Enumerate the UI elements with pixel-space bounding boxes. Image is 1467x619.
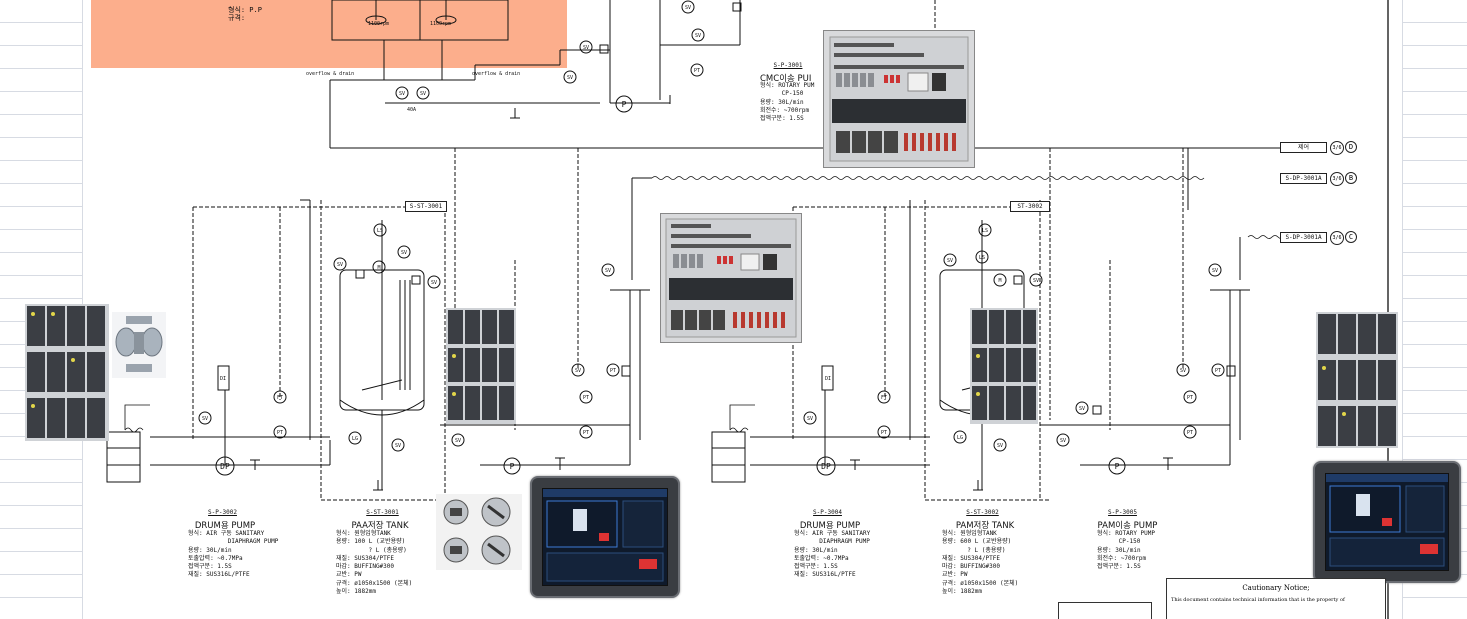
svg-text:LS: LS	[979, 255, 985, 261]
tank-tag-pam: ST-3002	[1010, 201, 1050, 212]
agitator-speed-label: 1100rpm	[430, 21, 452, 27]
hmi-touch-panel	[530, 476, 680, 598]
equipment-title: DRUM용 PUMP	[799, 521, 861, 531]
svg-text:DP: DP	[821, 462, 831, 471]
svg-text:PT: PT	[1187, 430, 1193, 436]
svg-text:SV: SV	[695, 33, 701, 39]
svg-text:DP: DP	[220, 462, 230, 471]
inverter-drive-photo	[970, 308, 1038, 424]
equipment-ref: S-P-3004	[813, 509, 842, 516]
svg-text:DI: DI	[220, 376, 226, 382]
svg-text:SV: SV	[399, 91, 405, 97]
equipment-spec-cmc: 형식: ROTARY PUM CP-150 용량: 30L/min 회전수: ~…	[760, 82, 815, 123]
overflow-drain-label: overflow & drain	[306, 71, 355, 77]
equipment-ref: S-P-3001	[773, 62, 803, 69]
inverter-drive-photo	[25, 304, 109, 441]
svg-text:LS: LS	[982, 228, 988, 234]
rotary-pump-diagram	[436, 494, 522, 570]
svg-text:PT: PT	[583, 395, 589, 401]
inverter-drive-photo	[1316, 312, 1398, 448]
title-block-box	[1058, 602, 1152, 619]
equipment-title: PAM저장 TANK	[955, 521, 1015, 531]
svg-text:LG: LG	[957, 435, 963, 441]
off-page-tag: 제어	[1280, 142, 1327, 153]
equipment-spec-pam-pump: 형식: ROTARY PUMP CP-150 용량: 30L/min 회전수: …	[1097, 530, 1156, 571]
off-page-letter: D	[1345, 141, 1357, 153]
svg-text:SV: SV	[337, 262, 343, 268]
svg-text:FT: FT	[277, 395, 283, 401]
equipment-ref: S-P-3002	[208, 509, 237, 516]
equipment-title: DRUM용 PUMP	[194, 521, 256, 531]
top-spec-line: 형식: P.P	[228, 6, 262, 14]
svg-text:PT: PT	[1187, 395, 1193, 401]
svg-text:P: P	[1115, 462, 1120, 471]
svg-text:LG: LG	[352, 436, 358, 442]
notice-body: This document contains technical informa…	[1171, 597, 1345, 603]
svg-text:SV: SV	[1079, 406, 1085, 412]
equipment-spec-pam-tank: 형식: 원형입형TANK 용량: 600 L (교반용량) ? L (총용량) …	[942, 530, 1019, 596]
svg-text:SV: SV	[605, 268, 611, 274]
svg-text:SV: SV	[401, 250, 407, 256]
off-page-letter: C	[1345, 231, 1357, 243]
control-panel-photo	[823, 30, 975, 168]
svg-text:SV: SV	[420, 91, 426, 97]
svg-text:PT: PT	[610, 368, 616, 374]
equipment-spec-drum-1: 형식: AIR 구동 SANITARY DIAPHRAGM PUMP 용량: 3…	[188, 530, 279, 579]
svg-text:SV: SV	[202, 416, 208, 422]
svg-text:SV: SV	[455, 438, 461, 444]
svg-text:P: P	[510, 462, 515, 471]
off-page-tag: S-DP-3001A	[1280, 173, 1327, 184]
hmi-touch-panel	[1313, 461, 1461, 583]
tank-tag-paa: S-ST-3001	[405, 201, 447, 212]
svg-text:SV: SV	[1180, 368, 1186, 374]
svg-text:SV: SV	[807, 416, 813, 422]
equipment-title: PAA저장 TANK	[351, 521, 409, 531]
svg-text:P: P	[622, 100, 627, 109]
svg-text:DI: DI	[825, 376, 831, 382]
off-page-sheet: 3/6	[1330, 172, 1344, 186]
equipment-spec-drum-2: 형식: AIR 구동 SANITARY DIAPHRAGM PUMP 용량: 3…	[794, 530, 871, 579]
inverter-drive-photo	[446, 308, 516, 424]
notice-title: Cautionary Notice;	[1242, 584, 1310, 592]
equipment-ref: S-ST-3002	[966, 509, 999, 516]
svg-text:M: M	[998, 278, 1001, 284]
equipment-ref: S-ST-3001	[366, 509, 399, 516]
svg-text:PT: PT	[583, 430, 589, 436]
svg-text:SV: SV	[583, 45, 589, 51]
off-page-tag: S-DP-3001A	[1280, 232, 1327, 243]
svg-text:SV: SV	[1033, 278, 1039, 284]
svg-text:PT: PT	[694, 68, 700, 74]
svg-text:SV: SV	[575, 368, 581, 374]
pipe-size-label: 40A	[407, 107, 417, 113]
svg-text:FT: FT	[881, 395, 887, 401]
svg-text:SV: SV	[685, 5, 691, 11]
svg-text:M: M	[377, 265, 380, 271]
off-page-sheet: 3/6	[1330, 231, 1344, 245]
svg-text:PT: PT	[881, 430, 887, 436]
equipment-ref: S-P-3005	[1108, 509, 1137, 516]
equipment-title: PAM이송 PUMP	[1097, 521, 1158, 531]
svg-text:SV: SV	[947, 258, 953, 264]
highlighted-tank-area	[91, 0, 567, 68]
diaphragm-pump-photo	[112, 312, 166, 378]
svg-text:SV: SV	[395, 443, 401, 449]
off-page-sheet: 3/6	[1330, 141, 1344, 155]
overflow-drain-label: overflow & drain	[472, 71, 521, 77]
svg-text:SV: SV	[1060, 438, 1066, 444]
control-panel-photo	[660, 213, 802, 343]
equipment-spec-paa-tank: 형식: 원형입형TANK 용량: 100 L (교반용량) ? L (총용량) …	[336, 530, 413, 596]
equipment-title: CMC이송 PUI	[760, 74, 812, 84]
svg-text:SV: SV	[431, 280, 437, 286]
off-page-letter: B	[1345, 172, 1357, 184]
svg-text:SV: SV	[997, 443, 1003, 449]
svg-text:SV: SV	[1212, 268, 1218, 274]
svg-text:PT: PT	[1215, 368, 1221, 374]
svg-text:LS: LS	[377, 228, 383, 234]
svg-text:SV: SV	[567, 75, 573, 81]
top-spec-line: 규격:	[228, 14, 246, 22]
svg-text:PT: PT	[277, 430, 283, 436]
cautionary-notice-box: Cautionary Notice; This document contain…	[1166, 578, 1386, 619]
